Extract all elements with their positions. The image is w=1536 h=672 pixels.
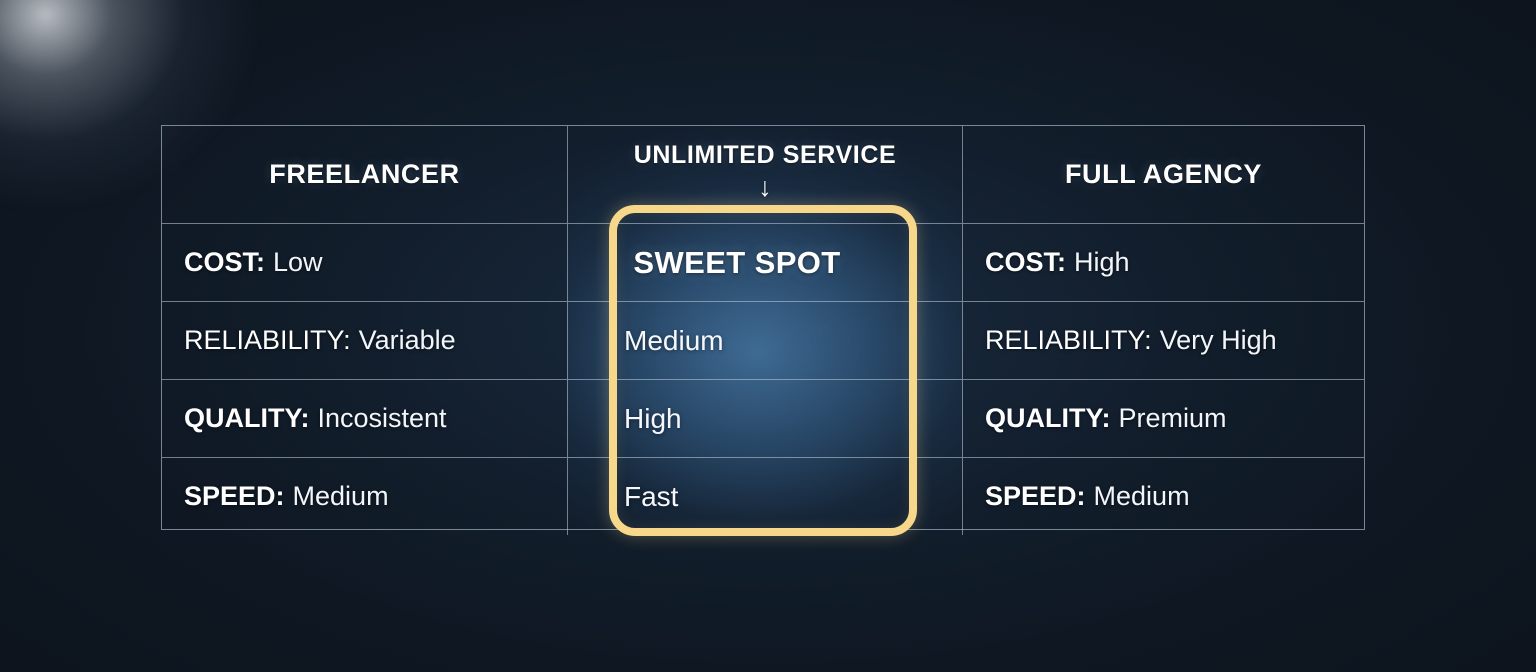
row-value: Incosistent (317, 403, 447, 433)
comparison-table: FREELANCER UNLIMITED SERVICE ↓ FULL AGEN… (161, 125, 1365, 535)
row-value: High (1074, 247, 1130, 277)
header-cell-full-agency: FULL AGENCY (963, 126, 1364, 223)
table-row: RELIABILITY: Variable Medium RELIABILITY… (162, 301, 1364, 379)
row-label: QUALITY: (985, 403, 1111, 433)
cell-agency-quality: QUALITY: Premium (963, 380, 1364, 457)
column-header-label: FREELANCER (269, 159, 460, 189)
table-header-row: FREELANCER UNLIMITED SERVICE ↓ FULL AGEN… (162, 126, 1364, 223)
column-header-label: UNLIMITED SERVICE (633, 140, 897, 169)
row-value: Medium (624, 324, 724, 356)
row-label: SPEED: (985, 481, 1086, 511)
cell-freelancer-reliability: RELIABILITY: Variable (162, 302, 567, 379)
row-label: QUALITY: (184, 403, 310, 433)
cell-freelancer-cost: COST: Low (162, 224, 567, 301)
row-label: RELIABILITY: (985, 325, 1152, 355)
cell-agency-speed: SPEED: Medium (963, 458, 1364, 535)
row-label: SPEED: (184, 481, 285, 511)
row-value: Medium (292, 481, 389, 511)
cell-unlimited-cost: SWEET SPOT (567, 224, 963, 301)
table-row: QUALITY: Incosistent High QUALITY: Premi… (162, 379, 1364, 457)
cell-freelancer-quality: QUALITY: Incosistent (162, 380, 567, 457)
cell-unlimited-reliability: Medium (567, 302, 963, 379)
cell-unlimited-quality: High (567, 380, 963, 457)
sweet-spot-label: SWEET SPOT (633, 244, 841, 280)
column-header-label: FULL AGENCY (1064, 159, 1263, 189)
cell-agency-cost: COST: High (963, 224, 1364, 301)
cell-unlimited-speed: Fast (567, 458, 963, 535)
arrow-down-icon: ↓ (758, 171, 772, 202)
row-label: RELIABILITY: (184, 325, 351, 355)
table-row: COST: Low SWEET SPOT COST: High (162, 223, 1364, 301)
row-value: Low (273, 247, 323, 277)
row-value: High (624, 402, 682, 434)
header-unlimited-wrap: UNLIMITED SERVICE ↓ (634, 141, 897, 201)
cell-freelancer-speed: SPEED: Medium (162, 458, 567, 535)
row-value: Variable (358, 325, 456, 355)
row-value: Fast (624, 480, 679, 512)
header-cell-unlimited-service: UNLIMITED SERVICE ↓ (567, 126, 963, 223)
row-label: COST: (985, 247, 1066, 277)
header-cell-freelancer: FREELANCER (162, 126, 567, 223)
row-label: COST: (184, 247, 265, 277)
row-value: Very High (1159, 325, 1277, 355)
row-value: Premium (1118, 403, 1227, 433)
row-value: Medium (1093, 481, 1190, 511)
table-row: SPEED: Medium Fast SPEED: Medium (162, 457, 1364, 535)
cell-agency-reliability: RELIABILITY: Very High (963, 302, 1364, 379)
